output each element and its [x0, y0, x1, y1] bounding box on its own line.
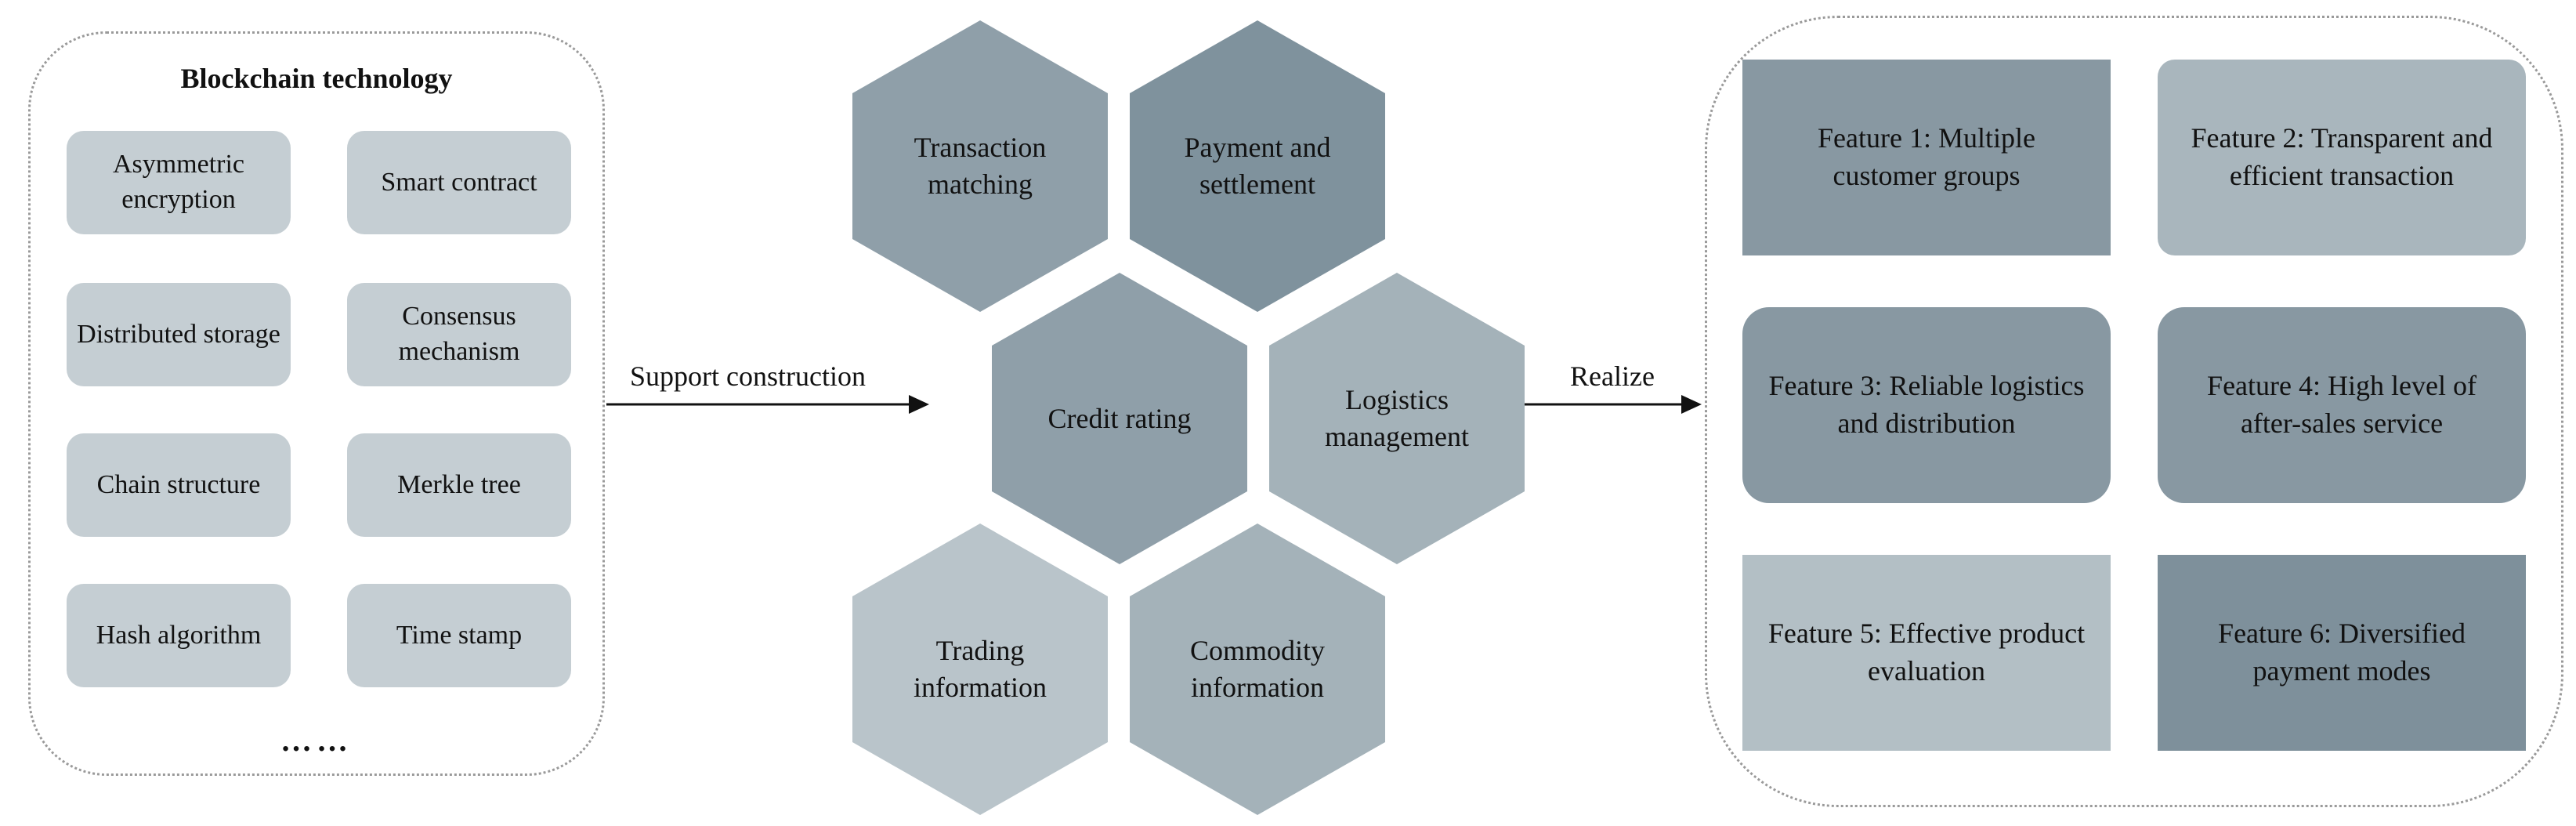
tech-item-merkle-tree: Merkle tree	[347, 433, 571, 537]
hex-transaction-matching: Transaction matching	[852, 20, 1108, 312]
blockchain-technology-panel: Blockchain technology Asymmetric encrypt…	[28, 31, 605, 776]
tech-item-distributed-storage: Distributed storage	[67, 283, 291, 386]
realize-label: Realize	[1570, 360, 1655, 392]
hex-commodity-information: Commodity information	[1130, 523, 1385, 815]
panel-title: Blockchain technology	[180, 63, 453, 94]
hex-logistics-management: Logistics management	[1269, 273, 1525, 564]
support-construction-arrow	[606, 395, 929, 414]
hex-credit-rating: Credit rating	[992, 273, 1247, 564]
tech-item-smart-contract: Smart contract	[347, 131, 571, 234]
feature-2-box: Feature 2: Transparent and efficient tra…	[2158, 60, 2526, 255]
support-construction-label: Support construction	[630, 360, 866, 392]
feature-5-box: Feature 5: Effective product evaluation	[1742, 555, 2111, 751]
hex-trading-information: Trading information	[852, 523, 1108, 815]
realize-arrow	[1523, 395, 1702, 414]
tech-item-time-stamp: Time stamp	[347, 584, 571, 687]
tech-item-consensus-mechanism: Consensus mechanism	[347, 283, 571, 386]
feature-3-box: Feature 3: Reliable logistics and distri…	[1742, 307, 2111, 503]
tech-item-hash-algorithm: Hash algorithm	[67, 584, 291, 687]
tech-item-asymmetric-encryption: Asymmetric encryption	[67, 131, 291, 234]
feature-1-box: Feature 1: Multiple customer groups	[1742, 60, 2111, 255]
more-items-ellipsis: ……	[280, 723, 353, 758]
feature-4-box: Feature 4: High level of after-sales ser…	[2158, 307, 2526, 503]
tech-item-chain-structure: Chain structure	[67, 433, 291, 537]
feature-6-box: Feature 6: Diversified payment modes	[2158, 555, 2526, 751]
features-panel	[1705, 16, 2563, 807]
hex-payment-and-settlement: Payment and settlement	[1130, 20, 1385, 312]
